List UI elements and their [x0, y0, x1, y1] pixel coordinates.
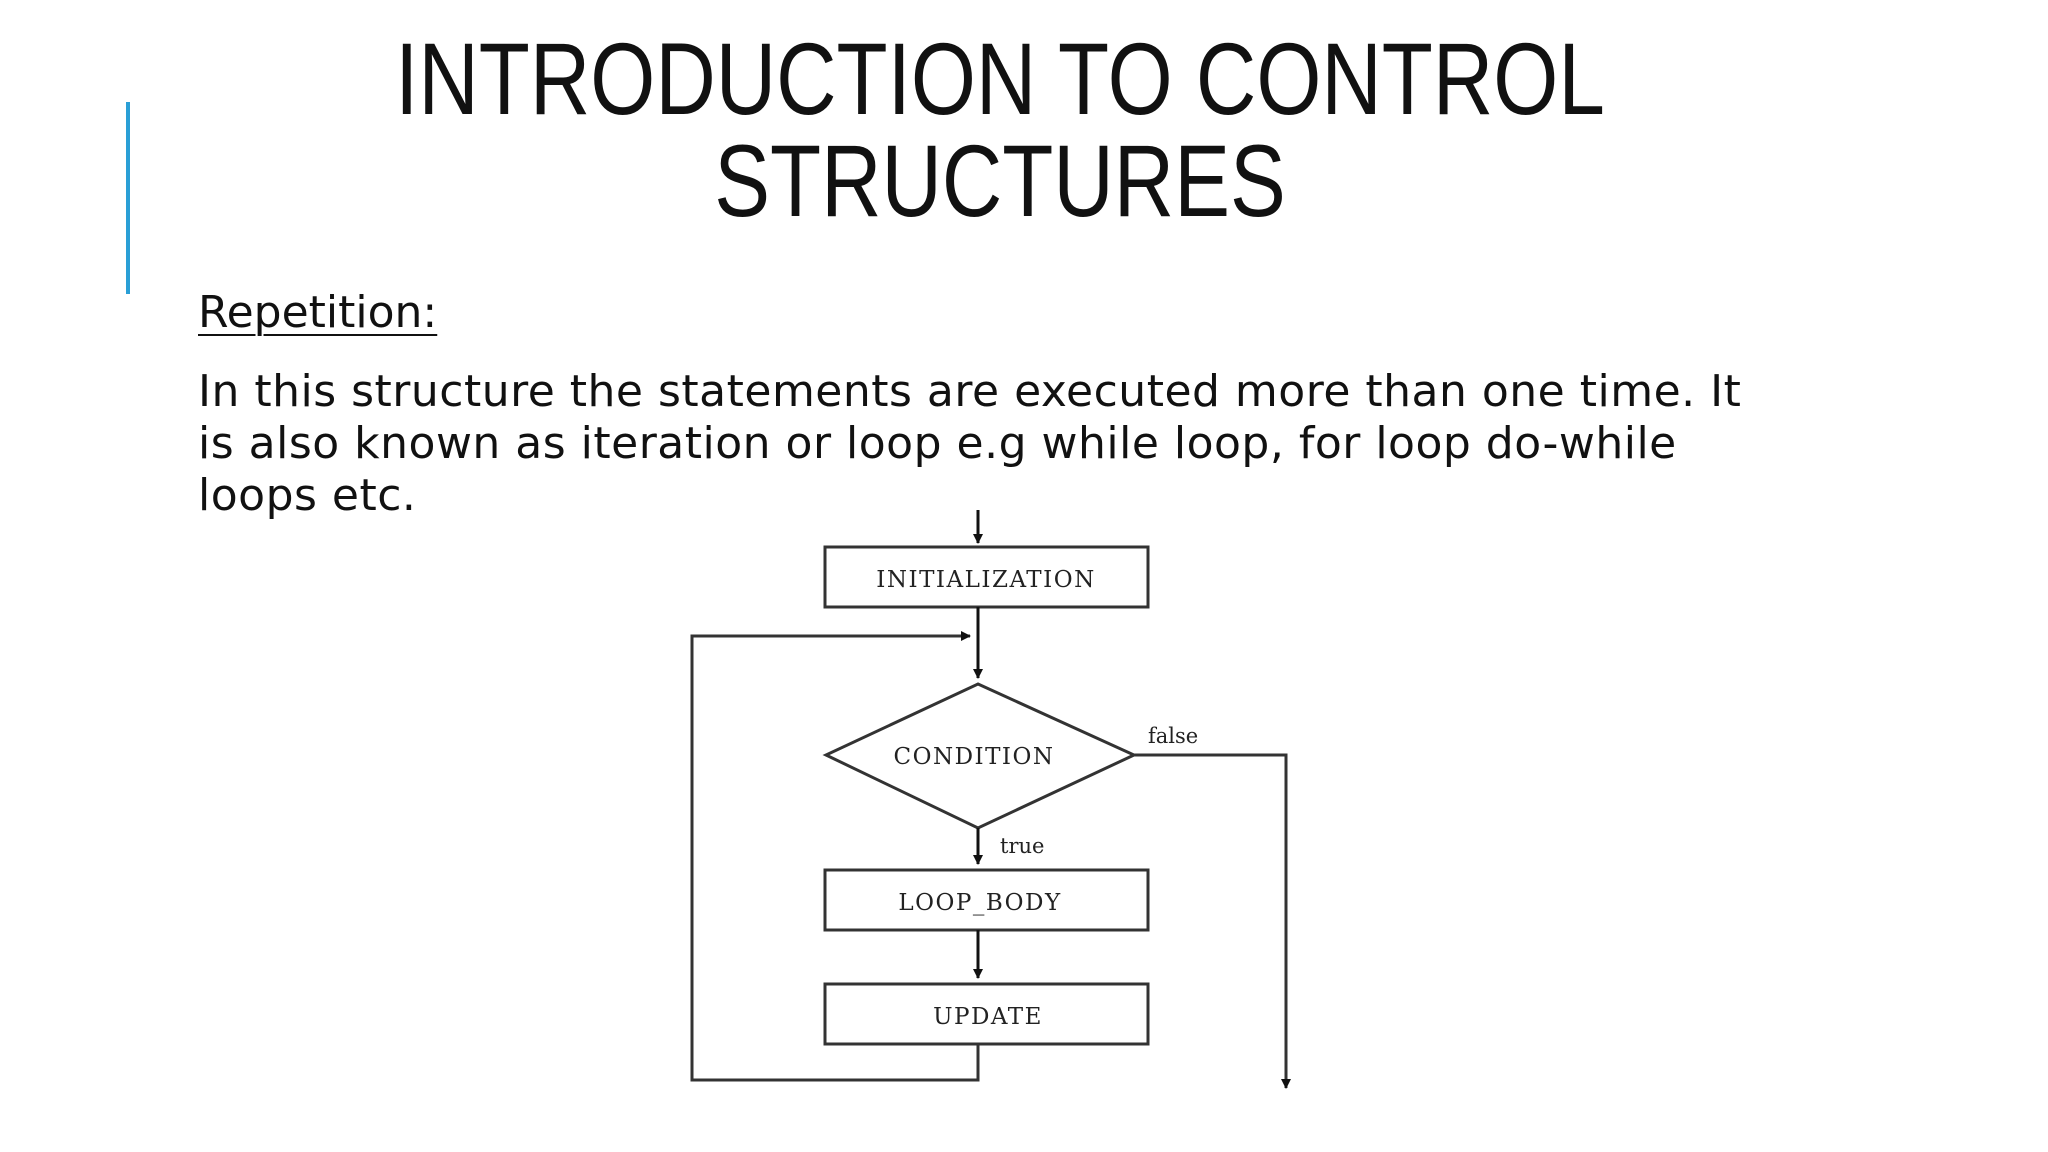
update-label: UPDATE	[933, 1004, 1043, 1030]
loop-body-label: LOOP_BODY	[898, 890, 1061, 916]
body-line-2: is also known as iteration or loop e.g w…	[198, 418, 1677, 469]
slide-title-line-1: INTRODUCTION TO CONTROL	[395, 22, 1605, 136]
accent-bar	[126, 102, 130, 294]
body-line-1: In this structure the statements are exe…	[198, 366, 1742, 417]
slide-title-line-2: STRUCTURES	[714, 124, 1286, 238]
condition-label: CONDITION	[893, 744, 1054, 770]
condition-diamond: CONDITION	[822, 682, 1138, 830]
initialization-label: INITIALIZATION	[876, 567, 1095, 593]
initialization-box: INITIALIZATION	[823, 545, 1150, 609]
body-paragraph: In this structure the statements are exe…	[198, 366, 1798, 522]
section-heading: Repetition:	[198, 287, 438, 338]
loop-back-line	[690, 631, 980, 1082]
update-box: UPDATE	[823, 982, 1150, 1046]
slide-title: INTRODUCTION TO CONTROL STRUCTURES	[369, 28, 1632, 232]
loop-body-box: LOOP_BODY	[823, 868, 1150, 932]
true-label: true	[1000, 834, 1044, 858]
body-line-3: loops etc.	[198, 470, 417, 521]
false-branch-line	[1134, 753, 1291, 1089]
false-label: false	[1148, 724, 1198, 748]
